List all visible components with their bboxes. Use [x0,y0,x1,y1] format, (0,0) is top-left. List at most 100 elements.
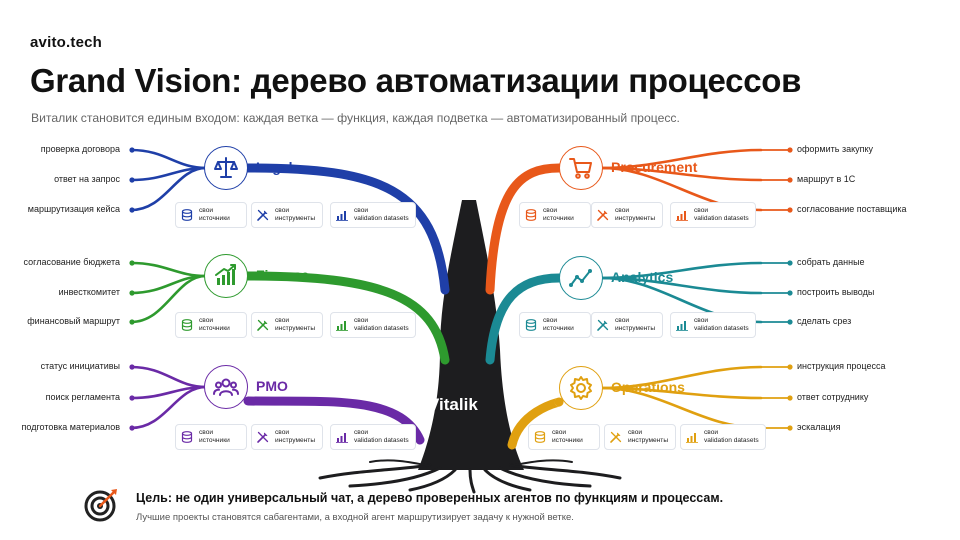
tools-icon [257,209,269,221]
branch-label-finance: Finance [256,267,309,283]
tree-root [508,463,622,480]
tree-root [318,463,432,480]
branch-finance [243,271,450,365]
branch-label-analytics: Analytics [611,269,674,285]
leaf-label: согласование бюджета [23,257,120,267]
chip-sources: свои источники [175,202,247,228]
leaf-dot [787,177,793,183]
branch-label-pmo: PMO [256,378,288,394]
leaf-dot [787,147,793,153]
branch-icon-finance [204,254,248,298]
leaf-dot [787,364,793,370]
chip-label: свои источники [199,429,230,444]
leaf-label: инструкция процесса [797,361,886,371]
chip-label: свои источники [552,429,583,444]
tree-root [408,468,457,492]
leaf-label: финансовый маршрут [27,316,120,326]
chip-label: свои инструменты [275,207,316,222]
leaf-label: собрать данные [797,257,865,267]
leaf-dot [787,319,793,325]
chip-tools: свои инструменты [251,312,323,338]
chip-label: свои инструменты [275,317,316,332]
sub-branch [129,261,208,278]
chip-tools: свои инструменты [591,202,663,228]
target-icon [84,489,117,522]
page-title: Grand Vision: дерево автоматизации проце… [30,62,802,99]
chip-sources: свои источники [519,202,591,228]
dataset-chart-icon [686,433,698,443]
branch-label-legal: Legal [256,159,293,175]
leaf-dot [787,290,793,296]
sub-branch [129,385,208,430]
leaf-label: ответ на запрос [54,174,120,184]
tree-root [509,459,573,467]
chip-label: свои validation datasets [694,207,749,222]
leaf-label: маршрут в 1С [797,174,856,184]
branch-icon-pmo [204,365,248,409]
chip-datasets: свои validation datasets [330,424,416,450]
branch-icon-legal [204,146,248,190]
branch-analytics [485,273,564,365]
leaf-label: построить выводы [797,287,875,297]
chip-label: свои validation datasets [694,317,749,332]
leaf-label: статус инициативы [40,361,120,371]
chip-datasets: свои validation datasets [330,202,416,228]
page-subtitle: Виталик становится единым входом: каждая… [31,111,680,125]
chip-sources: свои источники [175,424,247,450]
gear-icon [570,376,592,400]
tools-icon [597,319,609,331]
tools-icon [257,431,269,443]
leaf-label: маршрутизация кейса [27,204,120,214]
goal-statement: Цель: не один универсальный чат, а дерев… [136,491,724,505]
chip-sources: свои источники [528,424,600,450]
branch-label-procurement: Procurement [611,159,698,175]
tree-root [483,468,532,492]
chip-datasets: свои validation datasets [670,312,756,338]
chip-label: свои validation datasets [704,429,759,444]
tree-root [348,466,442,488]
goal-note: Лучшие проекты становятся сабагентами, а… [136,512,574,523]
branch-icon-analytics [559,256,603,300]
tools-icon [610,431,622,443]
chip-label: свои источники [543,317,574,332]
chip-tools: свои инструменты [251,424,323,450]
chip-label: свои инструменты [628,429,669,444]
team-icon [213,378,239,396]
sub-branch [129,166,208,212]
chip-datasets: свои validation datasets [330,312,416,338]
cart-icon [569,158,592,179]
sub-branch [129,365,208,389]
leaf-label: ответ сотруднику [797,392,869,402]
chip-label: свои инструменты [615,317,656,332]
chip-label: свои источники [199,207,230,222]
database-icon [181,209,193,221]
tree-root [369,459,431,467]
brand-logo: avito.tech [30,34,103,51]
branch-procurement [485,163,564,295]
leaf-label: оформить закупку [797,144,874,154]
chip-sources: свои источники [175,312,247,338]
chip-label: свои validation datasets [354,429,409,444]
branch-icon-operations [559,366,603,410]
dataset-chart-icon [676,211,688,221]
dataset-chart-icon [336,211,348,221]
chip-tools: свои инструменты [591,312,663,338]
database-icon [181,431,193,443]
chip-label: свои validation datasets [354,317,409,332]
sub-branch [129,274,208,324]
chip-datasets: свои validation datasets [670,202,756,228]
leaf-label: проверка договора [40,144,120,154]
sub-branch [599,365,763,390]
dataset-chart-icon [336,321,348,331]
leaf-dot [787,260,793,266]
leaf-label: согласование поставщика [797,204,907,214]
tree-trunk [418,200,524,470]
chip-tools: свои инструменты [604,424,676,450]
chip-sources: свои источники [519,312,591,338]
tools-icon [257,319,269,331]
database-icon [534,431,546,443]
leaf-dot [787,207,793,213]
sub-branch [129,148,208,170]
database-icon [525,319,537,331]
